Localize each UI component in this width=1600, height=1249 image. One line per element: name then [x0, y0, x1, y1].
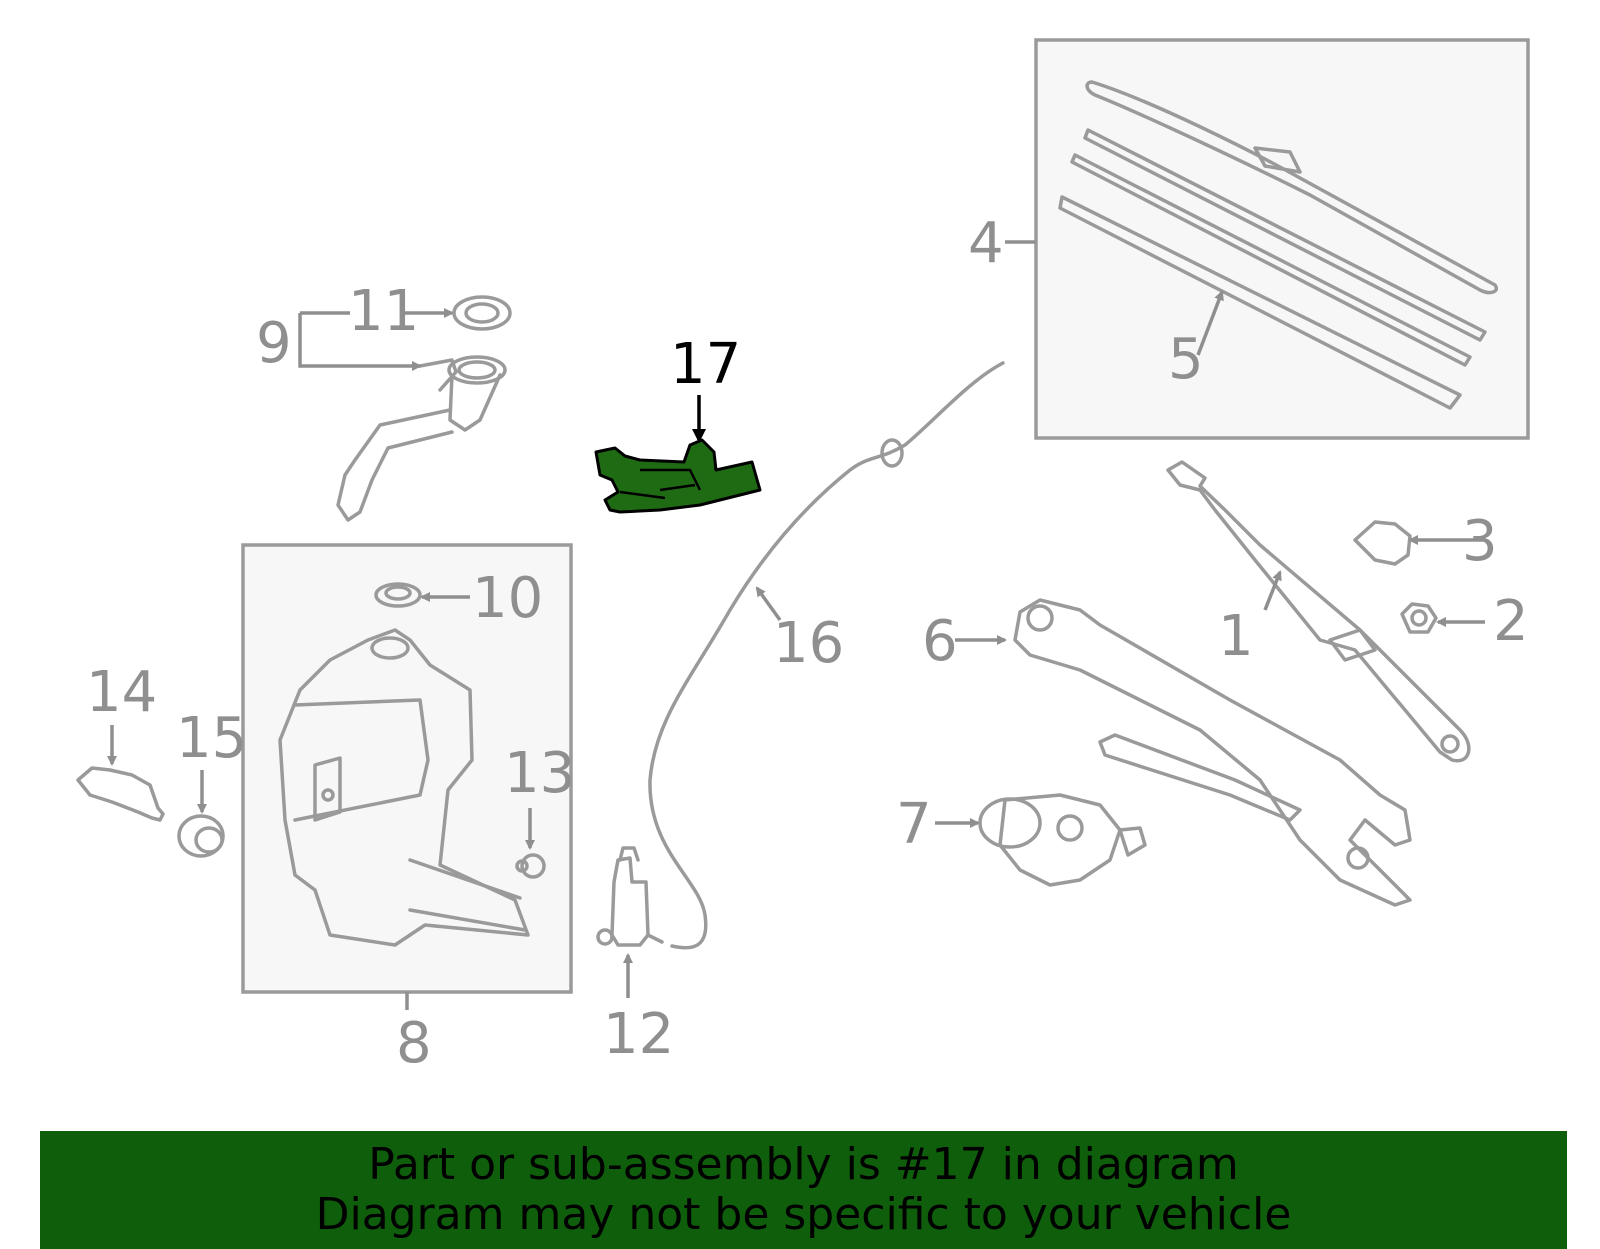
callout-17-highlighted: 17: [670, 332, 741, 397]
callout-13: 13: [504, 741, 575, 806]
sensor-grommet-part[interactable]: [177, 814, 225, 858]
washer-hose-part[interactable]: [648, 361, 1005, 950]
reservoir-box: [241, 543, 573, 994]
callout-4: 4: [968, 211, 1004, 276]
notice-banner: Part or sub-assembly is #17 in diagram D…: [40, 1131, 1567, 1249]
callout-11: 11: [348, 279, 419, 344]
callout-16: 16: [773, 611, 844, 676]
bolt-part[interactable]: [515, 853, 546, 879]
nozzle-line: [619, 468, 702, 500]
washer-pump-part[interactable]: [596, 846, 664, 947]
reservoir-part[interactable]: [278, 628, 530, 947]
callout-7: 7: [896, 792, 932, 857]
wiper-arm-part[interactable]: [1166, 460, 1471, 763]
linkage-part[interactable]: [1013, 598, 1412, 907]
callout-12: 12: [603, 1002, 674, 1067]
callout-9: 9: [256, 311, 292, 376]
cap-part[interactable]: [1353, 520, 1412, 566]
callout-5: 5: [1168, 327, 1204, 392]
callout-10: 10: [472, 566, 543, 631]
banner-line-2: Diagram may not be specific to your vehi…: [315, 1189, 1292, 1240]
washer-nozzle-part-highlight[interactable]: [594, 438, 762, 514]
callout-15: 15: [176, 706, 247, 771]
callout-8: 8: [396, 1011, 432, 1076]
nozzle-body: [594, 438, 762, 514]
callout-1: 1: [1218, 604, 1254, 669]
banner-line-1: Part or sub-assembly is #17 in diagram: [368, 1139, 1239, 1190]
callout-14: 14: [86, 660, 157, 725]
callout-6: 6: [922, 609, 958, 674]
callout-2: 2: [1493, 589, 1529, 654]
motor-part[interactable]: [978, 793, 1147, 887]
callout-3: 3: [1462, 509, 1498, 574]
wiper-blade-part[interactable]: [1058, 80, 1498, 410]
level-sensor-part[interactable]: [76, 766, 165, 822]
nut-part[interactable]: [1400, 602, 1438, 634]
filler-neck-part[interactable]: [336, 295, 512, 522]
